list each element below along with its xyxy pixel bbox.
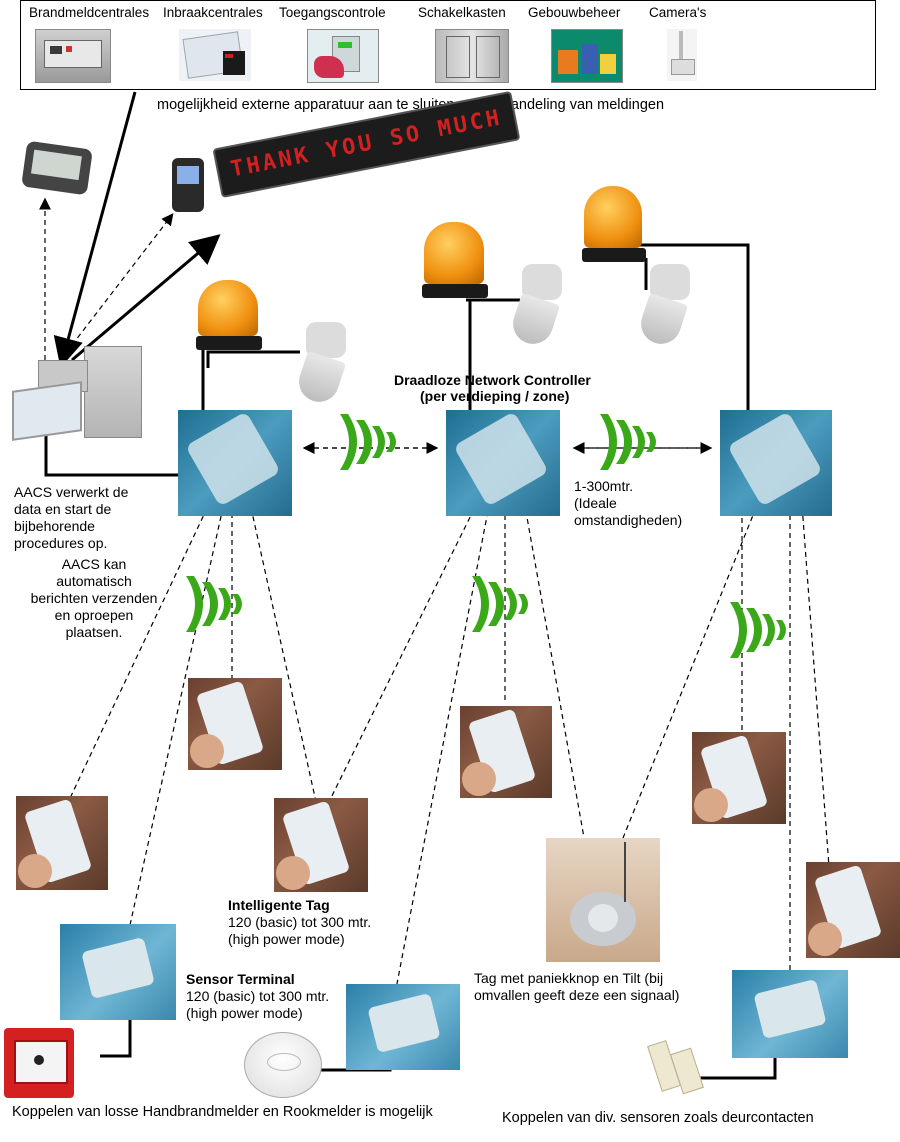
access-reader-icon [307, 29, 379, 83]
wireless-signal-icon [472, 576, 528, 632]
sensor-terminal-photo [732, 970, 848, 1058]
warning-beacon-icon [582, 186, 646, 266]
sensor-terminal-photo [346, 984, 460, 1070]
aacs-line-3: bijbehorende [14, 518, 95, 534]
panic-tag-line-2: omvallen geeft deze een signaal) [474, 987, 680, 1003]
siren-horn-icon [635, 264, 698, 350]
sensor-terminal-line-1: 120 (basic) tot 300 mtr. [186, 988, 330, 1004]
range-line-1: 1-300mtr. [574, 478, 634, 494]
intelligent-tag-photo [460, 706, 552, 798]
controller-subtitle: (per verdieping / zone) [420, 388, 570, 404]
panic-tag-photo [546, 838, 660, 962]
aacs-line-2: data en start de [14, 501, 112, 517]
sensor-terminal-photo [60, 924, 176, 1020]
building-management-icon [551, 29, 623, 83]
smoke-detector-icon [244, 1032, 322, 1098]
system-label-switch: Schakelkasten [418, 5, 506, 20]
intelligent-tag-line-2: (high power mode) [228, 931, 345, 947]
system-label-access: Toegangscontrole [279, 5, 386, 20]
bottom-left-caption: Koppelen van losse Handbrandmelder en Ro… [12, 1104, 433, 1120]
range-line-3: omstandigheden) [574, 512, 683, 528]
aacs-line-1: AACS verwerkt de [14, 484, 129, 500]
fire-panel-icon [35, 29, 111, 83]
intelligent-tag-photo [274, 798, 368, 892]
intelligent-tag-photo [806, 862, 900, 958]
switch-cabinet-icon [435, 29, 509, 83]
bottom-right-caption: Koppelen van div. sensoren zoals deurcon… [502, 1110, 814, 1126]
camera-icon [667, 29, 697, 81]
system-label-fire: Brandmeldcentrales [29, 5, 150, 20]
aacs-line-4: procedures op. [14, 535, 108, 551]
wireless-signal-icon [340, 414, 396, 470]
aacs-line-9: plaatsen. [65, 624, 123, 640]
intelligent-tag-title: Intelligente Tag [228, 897, 330, 913]
aacs-description: AACS verwerkt de data en start de bijbeh… [14, 484, 128, 552]
aacs-workstation-icon [8, 340, 158, 441]
mobile-phone-icon [172, 158, 204, 212]
system-label-intrusion: Inbraakcentrales [163, 5, 263, 20]
warning-beacon-icon [196, 280, 262, 350]
aacs-description-2: AACS kan automatisch berichten verzenden… [14, 556, 174, 641]
network-controller-1 [178, 410, 292, 516]
wireless-signal-icon [730, 602, 786, 658]
external-systems-box: Brandmeldcentrales Inbraakcentrales Toeg… [20, 0, 876, 90]
siren-horn-icon [293, 322, 356, 408]
alarm-keypad-icon [179, 29, 251, 81]
aacs-line-5: AACS kan [61, 556, 127, 572]
aacs-line-7: berichten verzenden [30, 590, 158, 606]
intelligent-tag-photo [692, 732, 786, 824]
intelligent-tag-line-1: 120 (basic) tot 300 mtr. [228, 914, 372, 930]
door-contact-sensor-icon [647, 1036, 710, 1095]
siren-horn-icon [507, 264, 570, 350]
wireless-signal-icon [600, 414, 656, 470]
sensor-terminal-label: Sensor Terminal 120 (basic) tot 300 mtr.… [186, 971, 329, 1022]
sensor-terminal-title: Sensor Terminal [186, 971, 295, 987]
intelligent-tag-photo [188, 678, 282, 770]
system-label-building: Gebouwbeheer [528, 5, 621, 20]
range-line-2: (Ideale [574, 495, 617, 511]
intelligent-tag-label: Intelligente Tag 120 (basic) tot 300 mtr… [228, 897, 371, 948]
network-controller-3 [720, 410, 832, 516]
intelligent-tag-photo [16, 796, 108, 890]
external-systems-caption: mogelijkheid externe apparatuur aan te s… [157, 97, 665, 113]
warning-beacon-icon [422, 222, 488, 302]
panic-tag-line-1: Tag met paniekknop en Tilt (bij [474, 970, 664, 986]
pager-device-icon [21, 140, 93, 196]
network-controller-2 [446, 410, 560, 516]
aacs-line-8: en oproepen [54, 607, 134, 623]
system-label-camera: Camera's [649, 5, 707, 20]
controller-range: 1-300mtr. (Ideale omstandigheden) [574, 478, 682, 529]
controller-title: Draadloze Network Controller [394, 372, 591, 388]
sensor-terminal-line-2: (high power mode) [186, 1005, 303, 1021]
wireless-signal-icon [186, 576, 242, 632]
aacs-line-6: automatisch [56, 573, 132, 589]
manual-call-point-icon [4, 1028, 74, 1098]
panic-tag-label: Tag met paniekknop en Tilt (bij omvallen… [474, 970, 679, 1004]
